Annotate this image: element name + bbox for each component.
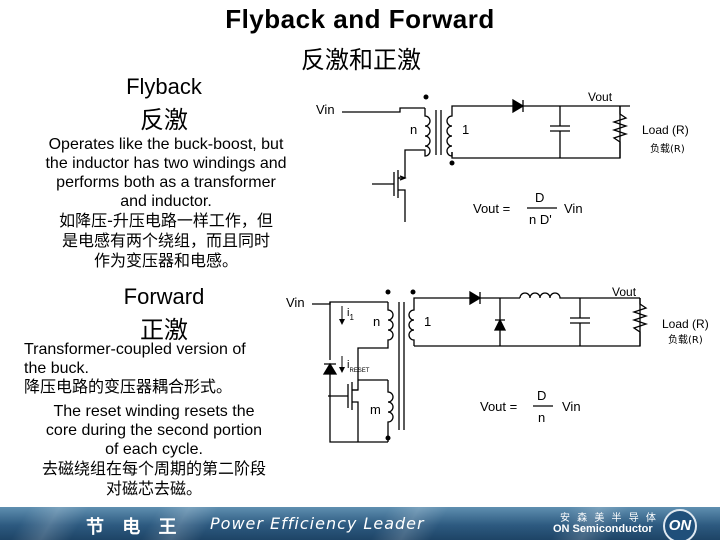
flyback-vout-label: Vout (588, 90, 613, 104)
flyback-switch (372, 170, 406, 222)
slide-subtitle-text: 反激和正激 (301, 46, 421, 74)
flyback-polarity-dot (423, 94, 429, 100)
flyback-formula-rhs: Vin (564, 201, 583, 216)
forward-circuit (312, 290, 649, 443)
forward-series-diode (469, 290, 482, 306)
forward-formula-numerator: D (537, 388, 546, 403)
forward-reset-zh-line: 去磁绕组在每个周期的第二阶段 (41, 459, 266, 478)
flyback-desc-zh-line: 如降压-升压电路一样工作，但 (59, 211, 273, 230)
forward-polarity-dot (385, 435, 391, 441)
footer-tagline: Power Efficiency Leader (210, 514, 425, 533)
flyback-polarity-dot (449, 160, 455, 166)
flyback-desc-zh-line: 作为变压器和电感。 (93, 251, 238, 270)
flyback-desc-line: the inductor has two windings and (45, 155, 287, 172)
footer-company-cn: 安 森 美 半 导 体 (560, 513, 658, 524)
footer-brand-cn: 节 电 王 (86, 517, 183, 538)
forward-formula-rhs: Vin (562, 399, 581, 414)
forward-primary-winding (352, 302, 394, 391)
forward-vout-label: Vout (612, 285, 637, 299)
forward-desc-line: Transformer-coupled version of (24, 341, 246, 358)
slide-subtitle: 反激和正激 (0, 40, 720, 75)
flyback-load-label: Load (R) (642, 123, 689, 137)
flyback-turns-secondary: 1 (462, 122, 469, 137)
forward-output-inductor (519, 292, 640, 299)
forward-desc-line: the buck. (24, 360, 89, 377)
forward-description-zh: 降压电路的变压器耦合形式。 (24, 377, 233, 396)
flyback-formula-lhs: Vout = (473, 201, 510, 216)
flyback-primary-winding (398, 108, 431, 179)
on-semi-logo: ON (663, 509, 697, 540)
forward-formula-lhs: Vout = (480, 399, 517, 414)
flyback-diode (510, 98, 530, 114)
flyback-desc-line: Operates like the buck-boost, but (48, 136, 284, 153)
flyback-vin-wire (342, 107, 425, 113)
forward-formula-denominator: n (538, 410, 545, 425)
forward-switch (328, 382, 359, 442)
flyback-capacitor (550, 106, 570, 158)
flyback-description-zh: 如降压-升压电路一样工作，但 是电感有两个绕组，而且同时 作为变压器和电感。 (16, 211, 316, 271)
flyback-formula-denominator: n D' (529, 212, 552, 227)
forward-reset-line: The reset winding resets the (53, 403, 255, 420)
forward-reset-line: core during the second portion (45, 422, 263, 439)
forward-i1-label: i1 (347, 307, 354, 322)
forward-load-resistor (631, 298, 649, 346)
forward-turns-primary: n (373, 314, 380, 329)
flyback-vin-label: Vin (316, 102, 335, 117)
forward-reset-description-zh: 去磁绕组在每个周期的第二阶段 对磁芯去磁。 (14, 459, 294, 499)
flyback-return-wire (451, 106, 621, 159)
forward-capacitor (570, 298, 590, 346)
flyback-desc-line: performs both as a transformer (56, 174, 276, 191)
flyback-circuit (342, 98, 630, 222)
forward-polarity-dot (385, 289, 391, 295)
forward-formula: Vout = D n Vin (480, 388, 581, 425)
footer-company-en: ON Semiconductor (553, 523, 653, 535)
forward-return-wire (414, 298, 641, 347)
forward-reset-winding (387, 380, 394, 442)
slide-title: Flyback and Forward (225, 4, 495, 34)
flyback-secondary-wire (451, 105, 510, 110)
forward-load-label-zh: 负载(R) (668, 333, 703, 346)
forward-polarity-dot (410, 289, 416, 295)
forward-load-label: Load (R) (662, 317, 709, 331)
flyback-desc-zh-line: 是电感有两个绕组，而且同时 (61, 231, 270, 250)
flyback-turns-primary: n (410, 122, 417, 137)
flyback-heading-zh: 反激 (140, 106, 188, 134)
forward-vin-label: Vin (286, 295, 305, 310)
flyback-desc-line: and inductor. (120, 193, 212, 210)
flyback-description: Operates like the buck-boost, but the in… (16, 135, 316, 211)
forward-turns-reset: m (370, 402, 381, 417)
forward-ireset-label: iRESET (347, 359, 370, 374)
forward-heading-zh: 正激 (140, 316, 188, 344)
forward-description: Transformer-coupled version of the buck. (24, 340, 294, 378)
flyback-formula: Vout = D n D' Vin (473, 190, 583, 227)
flyback-load-resistor (611, 106, 629, 158)
flyback-load-label-zh: 负载(R) (650, 142, 685, 155)
flyback-secondary-winding (446, 110, 453, 157)
forward-reset-diode (322, 362, 338, 375)
forward-vin-wire (312, 301, 388, 305)
forward-turns-secondary: 1 (424, 314, 431, 329)
flyback-formula-numerator: D (535, 190, 544, 205)
forward-reset-description: The reset winding resets the core during… (14, 402, 294, 459)
forward-heading: Forward (123, 284, 205, 309)
footer-bar: 节 电 王 Power Efficiency Leader 安 森 美 半 导 … (0, 507, 720, 540)
forward-reset-line: of each cycle. (105, 441, 203, 458)
forward-reset-zh-line: 对磁芯去磁。 (105, 479, 202, 498)
forward-freewheel-diode (493, 318, 507, 331)
forward-secondary-winding (408, 302, 415, 346)
forward-secondary-wire (413, 297, 470, 302)
flyback-heading: Flyback (126, 74, 202, 99)
